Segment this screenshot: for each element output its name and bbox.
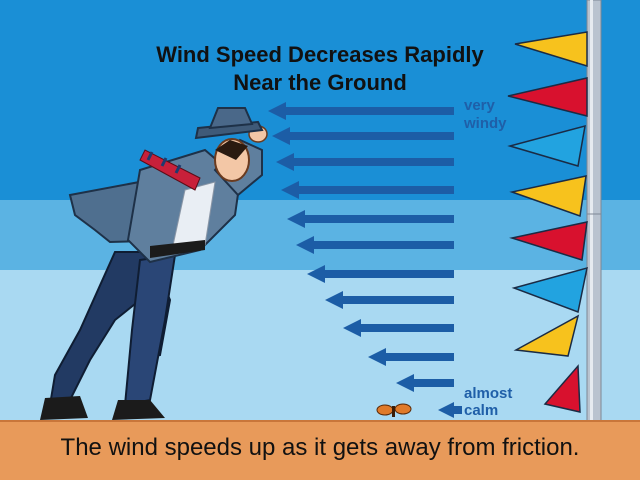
man-leaning-into-wind-icon [40,107,268,420]
wind-arrow [438,402,462,418]
wind-arrow [268,102,454,120]
wind-arrow [396,374,454,392]
diagram-title-line-1: Wind Speed Decreases Rapidly [156,42,484,67]
diagram-title-line-2: Near the Ground [233,70,407,95]
caption-text: The wind speeds up as it gets away from … [60,434,580,461]
wind-arrow [272,127,454,145]
wind-arrow [325,291,454,309]
pennant-flag-icon [507,124,586,167]
label-very-windy-line-2: windy [464,115,507,132]
label-almost-calm-line-1: almost [464,385,513,402]
ground-caption-band [0,420,640,480]
wind-arrow [276,153,454,171]
pennant-flags [507,31,588,413]
pennant-flag-icon [514,31,588,68]
pennant-flag-icon [507,77,588,117]
pennant-flag-icon [509,221,588,261]
wind-arrow [307,265,454,283]
wind-arrow [287,210,454,228]
label-almost-calm-line-2: calm [464,402,499,419]
label-very-windy-line-1: very [464,97,495,114]
wind-arrow [281,181,454,199]
wind-arrow [296,236,454,254]
butterfly-icon [376,403,412,417]
pennant-flag-icon [513,314,580,357]
wind-arrow [368,348,454,366]
flagpole-icon [586,0,602,420]
pennant-flag-icon [509,175,587,218]
wind-arrows [268,102,462,418]
pennant-flag-icon [543,364,581,413]
wind-arrow [343,319,454,337]
illustration [0,0,640,420]
pennant-flag-icon [511,266,588,314]
